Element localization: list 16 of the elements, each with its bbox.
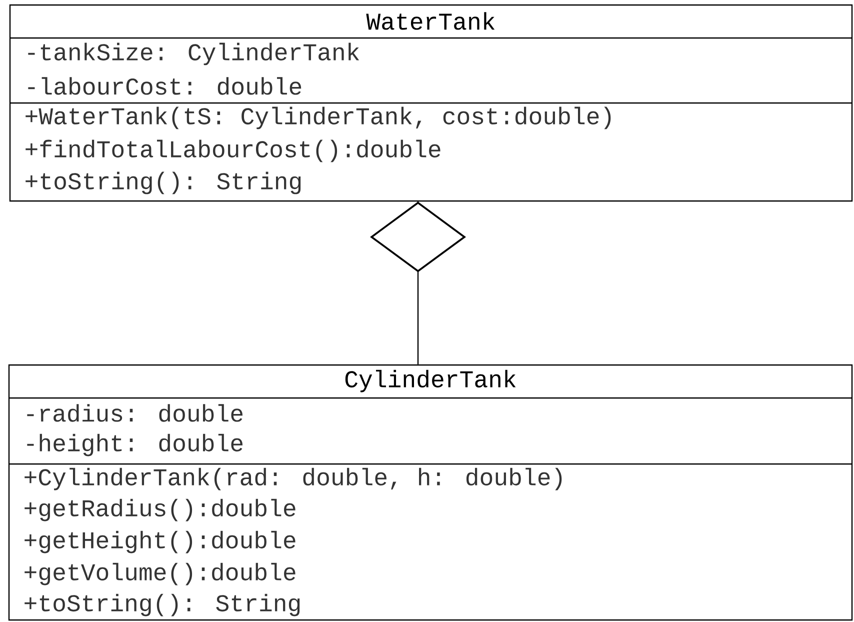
class-box (9, 4, 853, 202)
method-text: +getHeight():double (24, 530, 296, 554)
method-text: +getVolume():double (24, 562, 296, 586)
attribute-text: -radius: double (27, 404, 242, 422)
method-text: +CylinderTank(rad: double, h: double) (24, 468, 562, 490)
method-text: +toString(): String (24, 594, 300, 616)
class-box (8, 364, 853, 621)
attribute-text: -labourCost: double (28, 77, 302, 95)
method-text: +findTotalLabourCost():double (26, 140, 440, 162)
class-name: CylinderTank (345, 370, 516, 392)
class-name: WaterTank (366, 12, 495, 30)
method-text: +WaterTank(tS: CylinderTank, cost:double) (26, 106, 611, 130)
attribute-text: -height: double (27, 434, 242, 456)
method-text: +getRadius():double (24, 498, 296, 522)
attribute-text: -tankSize: CylinderTank (28, 42, 360, 66)
method-text: +toString(): String (26, 172, 301, 194)
